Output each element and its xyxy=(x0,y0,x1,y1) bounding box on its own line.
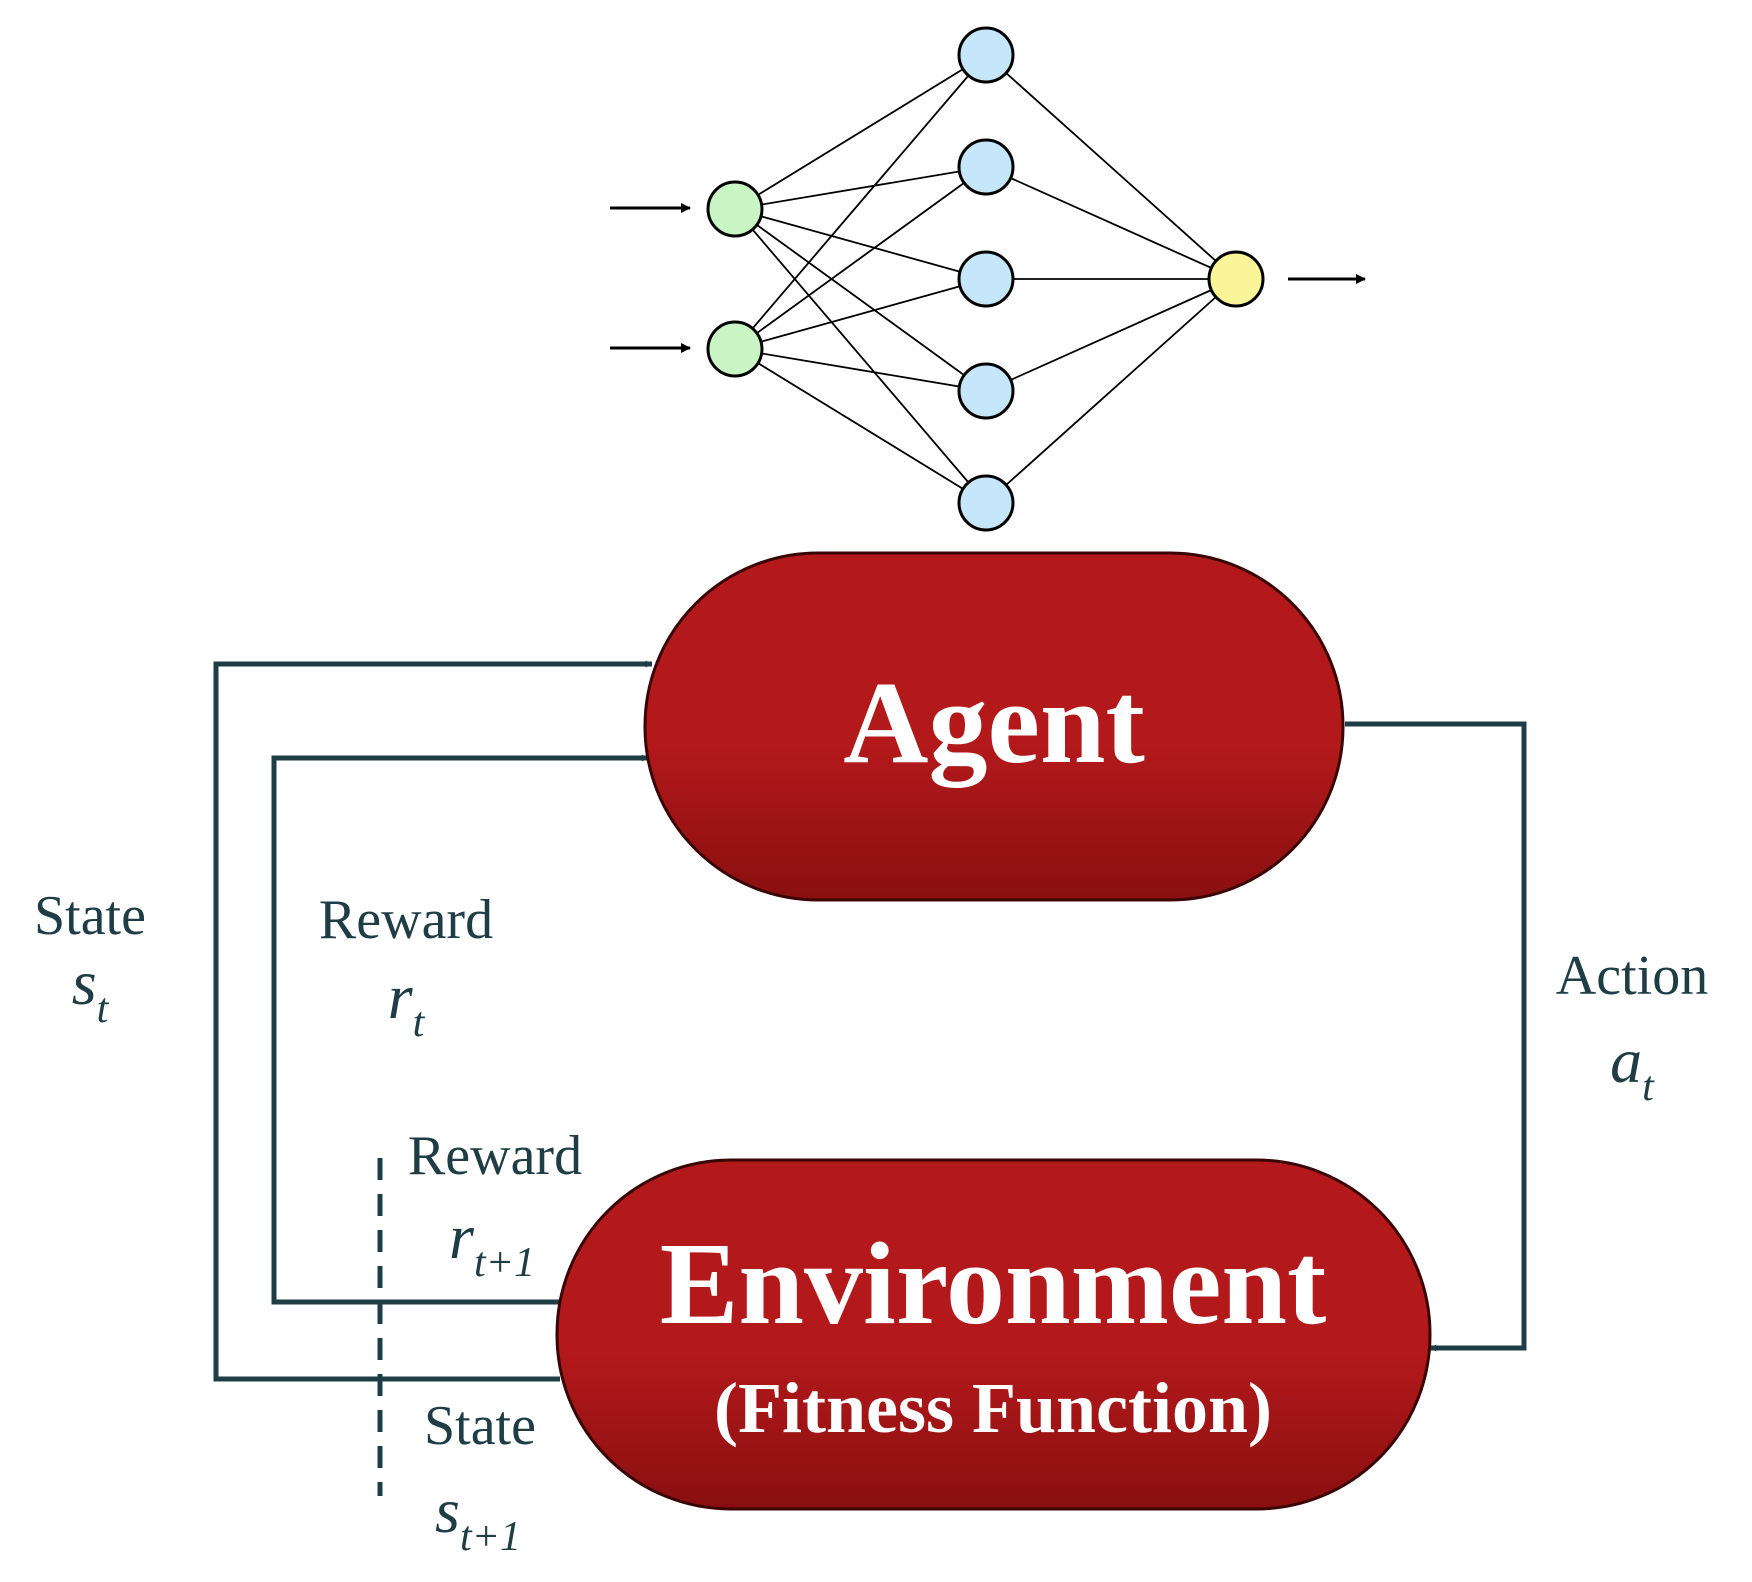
state-t-sub: t xyxy=(97,986,110,1032)
reward-next-sub: t+1 xyxy=(474,1240,535,1286)
network-edge-0-1-3 xyxy=(734,348,987,392)
state-feedback-line xyxy=(213,660,653,1382)
action-symbol: at xyxy=(1610,1025,1655,1110)
environment-title: Environment xyxy=(660,1218,1327,1349)
label-state-t: State st xyxy=(34,885,146,1032)
input-node-2 xyxy=(706,320,764,378)
network-edge-1-4-0 xyxy=(985,278,1237,504)
hidden-node-5 xyxy=(957,474,1015,532)
network-edge-0-0-0 xyxy=(734,54,987,210)
network-edges xyxy=(734,54,1237,504)
network-edge-0-0-2 xyxy=(734,208,987,280)
action-var: a xyxy=(1610,1025,1642,1096)
reward-t-word: Reward xyxy=(319,889,493,951)
reward-t-symbol: rt xyxy=(388,961,426,1046)
reward-t-sub: t xyxy=(413,1000,426,1046)
label-state-next: State st+1 xyxy=(424,1395,536,1560)
label-action: Action at xyxy=(1556,945,1708,1110)
network-edge-1-0-0 xyxy=(985,54,1237,280)
action-line xyxy=(1345,721,1527,1352)
state-next-symbol: st+1 xyxy=(435,1475,521,1560)
reward-t-var: r xyxy=(388,961,414,1032)
network-edge-0-1-2 xyxy=(734,278,987,350)
neural-network xyxy=(610,26,1366,532)
agent-box-shape xyxy=(643,551,1345,902)
state-t-symbol: st xyxy=(72,947,110,1032)
reward-next-symbol: rt+1 xyxy=(449,1201,535,1286)
state-next-word: State xyxy=(424,1395,536,1457)
network-edge-1-1-0 xyxy=(985,166,1237,280)
action-sub: t xyxy=(1642,1064,1655,1110)
connections xyxy=(213,660,1527,1496)
output-node-1 xyxy=(1207,250,1265,308)
network-edge-0-1-4 xyxy=(734,348,987,504)
state-t-var: s xyxy=(72,947,97,1018)
environment-box-shape xyxy=(555,1158,1432,1511)
reward-next-word: Reward xyxy=(408,1125,582,1187)
hidden-node-1 xyxy=(957,26,1015,84)
label-reward-next: Reward rt+1 xyxy=(408,1125,582,1286)
network-edge-1-3-0 xyxy=(985,278,1237,392)
network-edge-0-0-1 xyxy=(734,166,987,210)
state-t-word: State xyxy=(34,885,146,947)
agent-box: Agent xyxy=(643,551,1345,902)
input-node-1 xyxy=(706,180,764,238)
network-edge-0-1-1 xyxy=(734,166,987,350)
reward-feedback-line xyxy=(271,754,649,1305)
action-word: Action xyxy=(1556,945,1708,1007)
network-edge-0-0-3 xyxy=(734,208,987,392)
state-next-sub: t+1 xyxy=(460,1514,521,1560)
network-nodes xyxy=(706,26,1265,532)
state-next-var: s xyxy=(435,1475,460,1546)
network-edge-0-0-4 xyxy=(734,208,987,504)
label-reward-t: Reward rt xyxy=(319,889,493,1046)
reward-next-var: r xyxy=(449,1201,475,1272)
hidden-node-4 xyxy=(957,362,1015,420)
hidden-node-2 xyxy=(957,138,1015,196)
hidden-node-3 xyxy=(957,250,1015,308)
environment-box: Environment (Fitness Function) xyxy=(555,1158,1432,1511)
network-edge-0-1-0 xyxy=(734,54,987,350)
environment-subtitle: (Fitness Function) xyxy=(714,1368,1272,1448)
agent-title: Agent xyxy=(843,657,1145,788)
